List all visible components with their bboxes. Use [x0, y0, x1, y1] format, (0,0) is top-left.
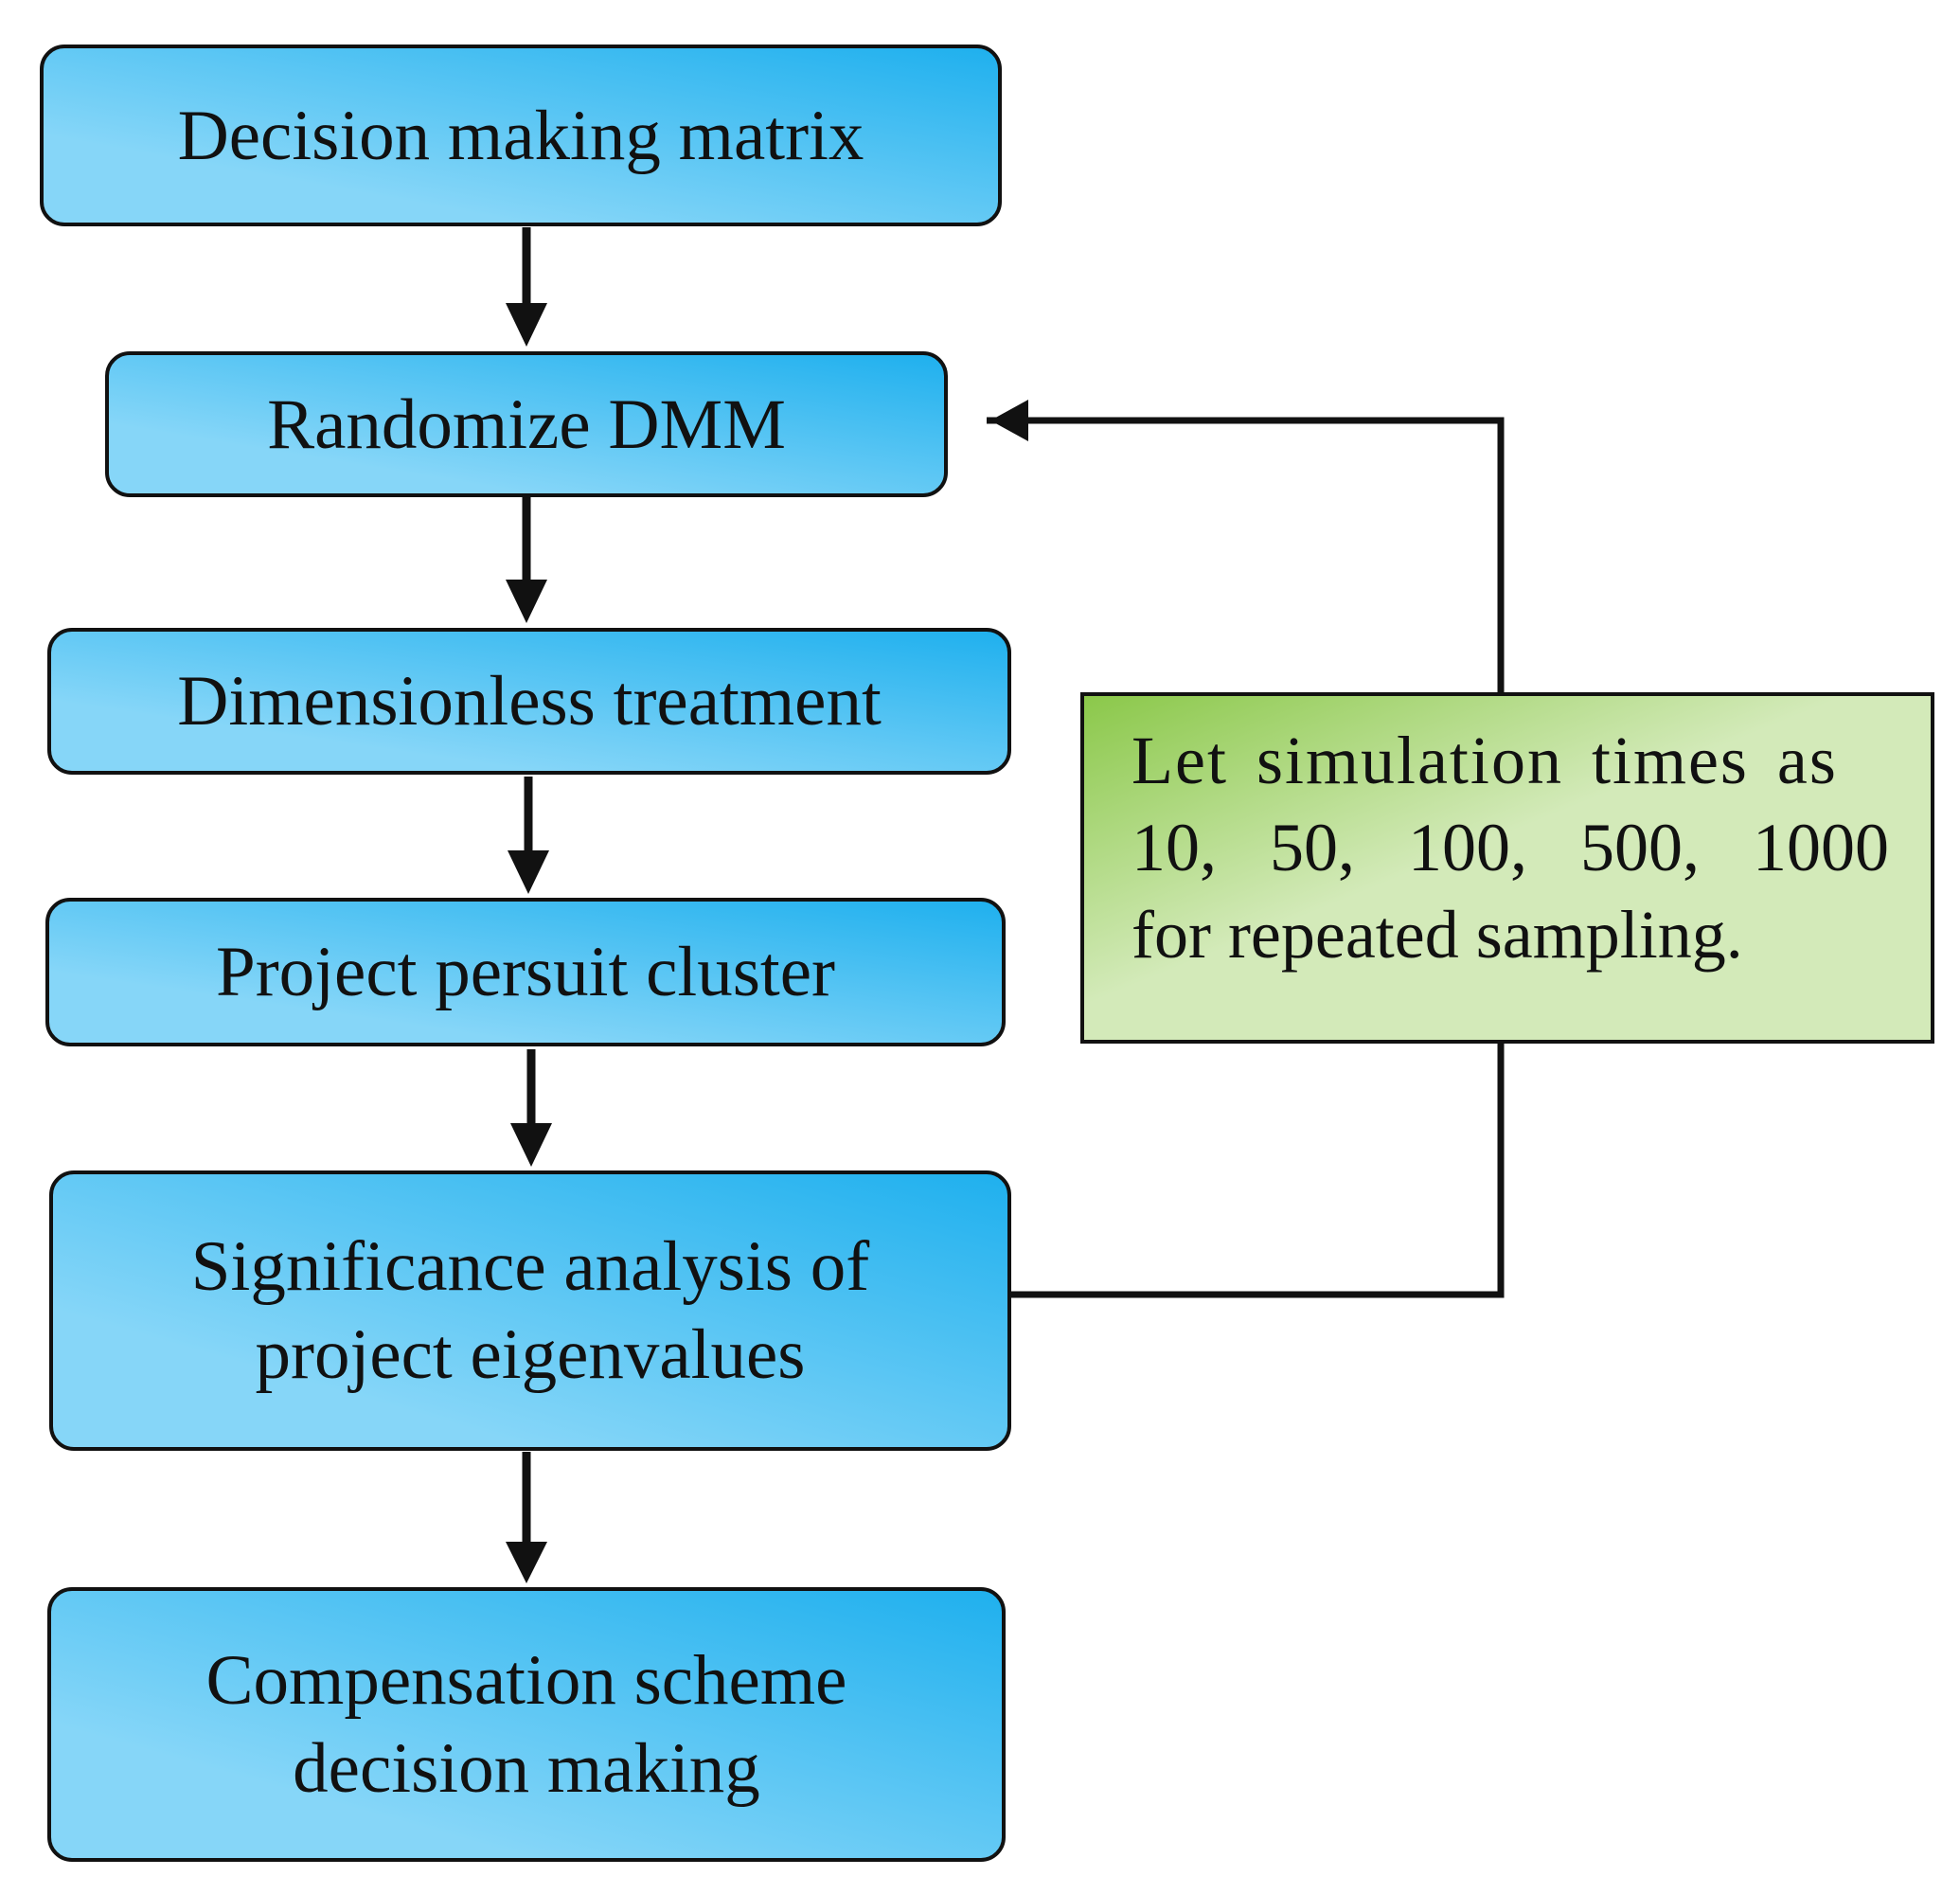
- step-label: Randomize DMM: [267, 384, 786, 464]
- step-label: Dimensionless treatment: [177, 662, 882, 741]
- arrow-1-to-2: [506, 227, 547, 347]
- note-value: 10,: [1131, 810, 1217, 885]
- simulation-note: Let simulation times as 10, 50, 100, 500…: [1080, 692, 1934, 1044]
- step-randomize-dmm: Randomize DMM: [105, 351, 948, 497]
- feedback-loop-connector: [987, 400, 1505, 1298]
- step-project-persuit-cluster: Project persuit cluster: [45, 898, 1006, 1046]
- note-value: 500,: [1580, 810, 1700, 885]
- step-label: Decision making matrix: [177, 96, 864, 175]
- arrow-4-to-5: [510, 1049, 552, 1167]
- arrow-3-to-4: [508, 777, 549, 894]
- note-values-line: 10, 50, 100, 500, 1000: [1131, 804, 1889, 891]
- step-label: Significance analysis of project eigenva…: [190, 1227, 870, 1394]
- note-value: 50,: [1270, 810, 1355, 885]
- step-dimensionless-treatment: Dimensionless treatment: [47, 628, 1011, 775]
- note-line-3: for repeated sampling.: [1131, 897, 1743, 973]
- arrow-2-to-3: [506, 497, 547, 623]
- step-label: Compensation scheme decision making: [205, 1641, 847, 1808]
- note-value: 1000: [1753, 810, 1889, 885]
- note-value: 100,: [1408, 810, 1527, 885]
- step-significance-analysis: Significance analysis of project eigenva…: [49, 1170, 1011, 1451]
- step-compensation-scheme: Compensation scheme decision making: [47, 1587, 1006, 1862]
- step-decision-making-matrix: Decision making matrix: [40, 45, 1002, 226]
- arrow-5-to-6: [506, 1452, 547, 1583]
- note-line-1: Let simulation times as: [1131, 723, 1838, 798]
- step-label: Project persuit cluster: [216, 933, 835, 1011]
